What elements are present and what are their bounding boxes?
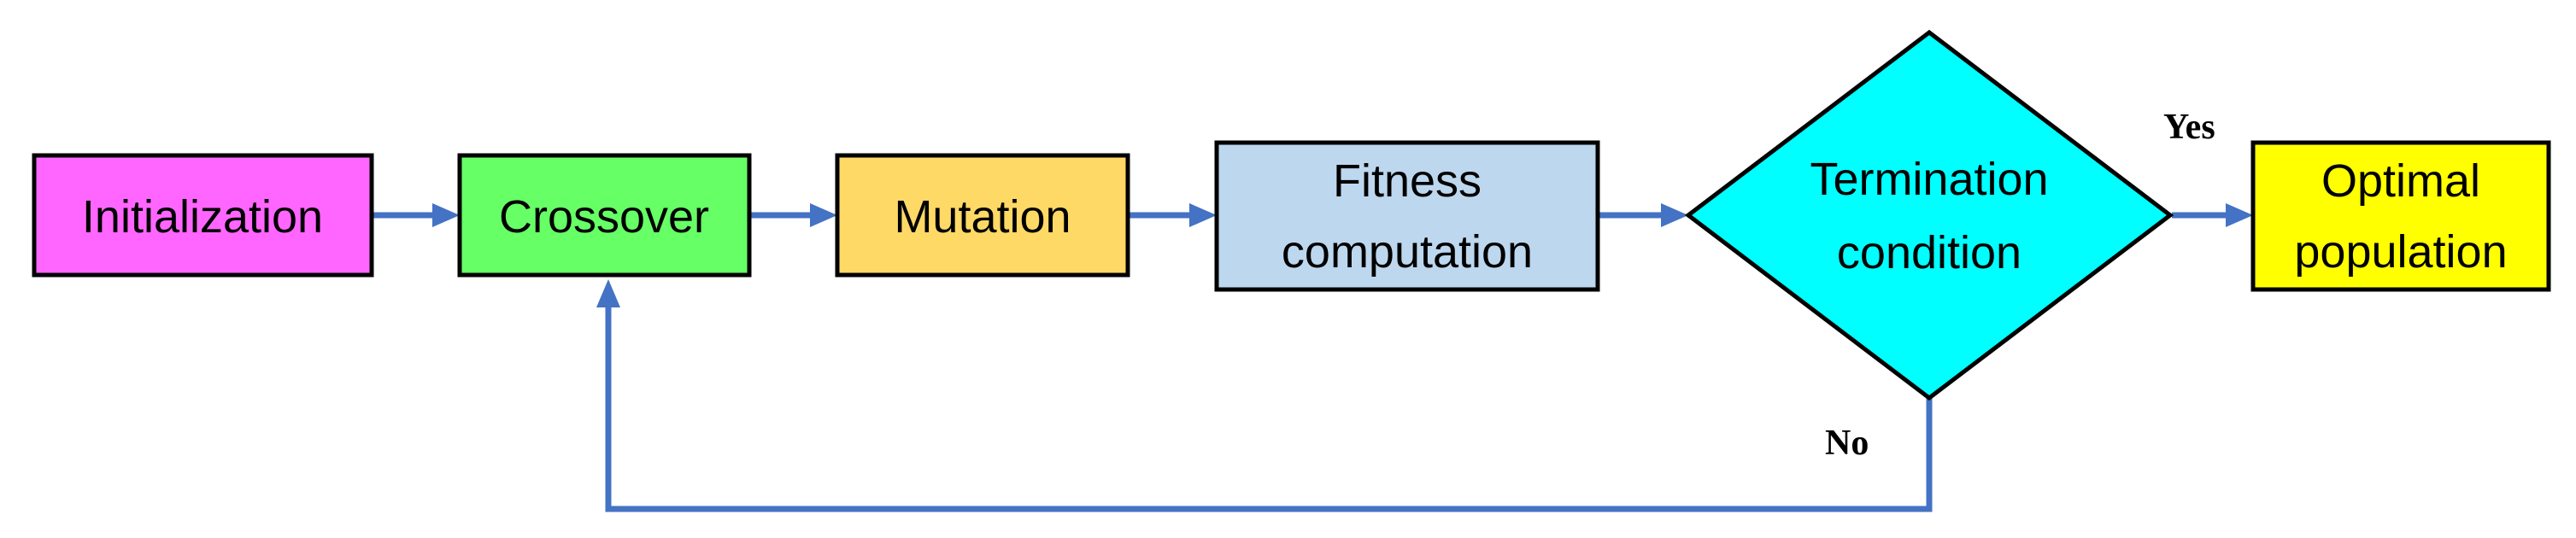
node-crossover: Crossover xyxy=(457,153,752,278)
arrowhead-fitness-to-termination xyxy=(1661,203,1688,227)
node-optimal-population: Optimal population xyxy=(2250,140,2551,292)
node-mutation: Mutation xyxy=(835,153,1130,278)
node-optimal-label-line1: Optimal xyxy=(2321,155,2480,207)
node-termination-diamond xyxy=(1684,29,2174,401)
node-mutation-box xyxy=(835,153,1130,278)
node-fitness-label-line2: computation xyxy=(1282,226,1533,278)
node-initialization-box xyxy=(32,153,374,278)
edge-termination-loop-to-crossover xyxy=(605,307,1933,512)
arrowhead-crossover-to-mutation xyxy=(810,203,837,227)
yes-label: Yes xyxy=(2163,108,2215,147)
node-optimal-box xyxy=(2250,140,2551,292)
no-label: No xyxy=(1825,424,1869,463)
node-fitness-box xyxy=(1214,140,1600,292)
node-termination-label-line2: condition xyxy=(1837,227,2021,278)
node-mutation-label: Mutation xyxy=(894,191,1071,243)
node-crossover-box xyxy=(457,153,752,278)
edges xyxy=(373,203,2253,512)
arrowhead-termination-to-optimal xyxy=(2226,203,2253,227)
arrowhead-mutation-to-fitness xyxy=(1189,203,1217,227)
arrowhead-loop-to-crossover xyxy=(596,279,620,307)
node-fitness-label-line1: Fitness xyxy=(1333,155,1482,207)
node-termination-label-line1: Termination xyxy=(1810,154,2048,205)
node-fitness: Fitness computation xyxy=(1214,140,1600,292)
arrowhead-init-to-crossover xyxy=(432,203,460,227)
node-crossover-label: Crossover xyxy=(499,191,709,243)
node-initialization: Initialization xyxy=(32,153,374,278)
node-optimal-label-line2: population xyxy=(2294,226,2507,278)
node-initialization-label: Initialization xyxy=(82,191,323,243)
node-termination: Termination condition xyxy=(1684,29,2174,401)
